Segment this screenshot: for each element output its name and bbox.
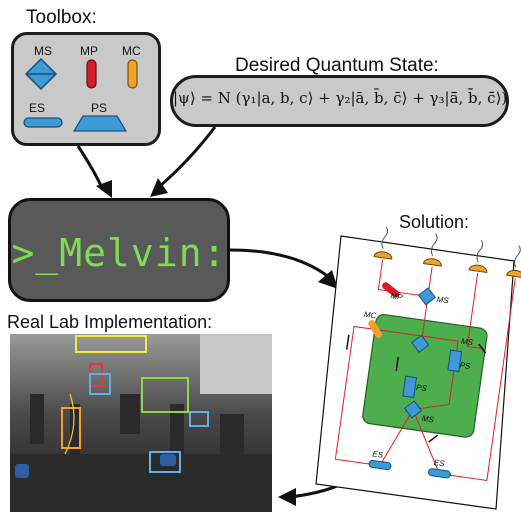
solution-label: ES — [433, 458, 445, 468]
mode-converter-icon — [127, 59, 138, 89]
toolbox-title: Toolbox: — [26, 7, 97, 28]
mode-converter-icon — [368, 320, 383, 339]
solution-label: MP — [390, 291, 404, 302]
melvin-prompt: >_Melvin: — [11, 231, 227, 275]
solution-label: MS — [460, 337, 474, 348]
tool-label-mp: MP — [80, 44, 98, 58]
mirror-prism-icon — [382, 282, 400, 298]
tool-label-ms: MS — [34, 44, 52, 58]
desired-state-panel: |ψ⟩ = N (γ₁|a, b, c⟩ + γ₂|ā, b̄, c̄⟩ + γ… — [170, 75, 509, 127]
arrow-head-icon — [278, 488, 296, 506]
entanglement-source-icon — [368, 459, 392, 470]
detector-icon — [468, 264, 488, 274]
optical-table — [362, 314, 488, 438]
solution-title: Solution: — [399, 212, 470, 232]
state-formula: |ψ⟩ = N (γ₁|a, b, c⟩ + γ₂|ā, b̄, c̄⟩ + γ… — [173, 89, 508, 107]
arrow-melvin-to-solution — [229, 248, 331, 280]
polarising-splitter-icon — [402, 375, 418, 399]
detector-icon — [373, 251, 393, 260]
entanglement-source-icon — [23, 117, 63, 128]
solution-label: MS — [421, 414, 435, 425]
mirror-prism-icon — [86, 59, 97, 89]
solution-label: PS — [416, 383, 428, 393]
tool-label-ps: PS — [91, 101, 108, 115]
beam-splitter-icon — [417, 287, 437, 306]
arrow-toolbox-to-melvin — [76, 145, 105, 191]
tool-label-mc: MC — [122, 44, 141, 58]
melvin-terminal: >_Melvin: — [8, 198, 230, 302]
arrow-head-icon — [150, 178, 168, 197]
polarising-splitter-icon — [447, 349, 463, 373]
detector-icon — [506, 269, 521, 279]
beam-splitter-icon — [411, 334, 430, 353]
arrow-state-to-melvin — [159, 126, 217, 188]
lab-title: Real Lab Implementation: — [7, 312, 213, 332]
solution-label: MS — [436, 295, 450, 306]
solution-label: MC — [363, 310, 377, 321]
solution-label: PS — [459, 361, 471, 371]
tool-label-es: ES — [29, 101, 46, 115]
polarising-splitter-icon — [72, 115, 128, 132]
solution-label: ES — [372, 449, 384, 459]
arrow-head-icon — [318, 270, 338, 289]
beam-splitter-diamond-icon — [24, 57, 58, 91]
desired-state-title: Desired Quantum State: — [235, 55, 439, 76]
detector-icon — [422, 258, 442, 267]
solution-setup: MP MS MC MS PS PS MS ES ES — [315, 226, 521, 510]
entanglement-source-icon — [427, 468, 451, 479]
beam-splitter-icon — [403, 400, 423, 419]
arrow-head-icon — [96, 180, 112, 198]
lab-photo — [10, 334, 272, 512]
